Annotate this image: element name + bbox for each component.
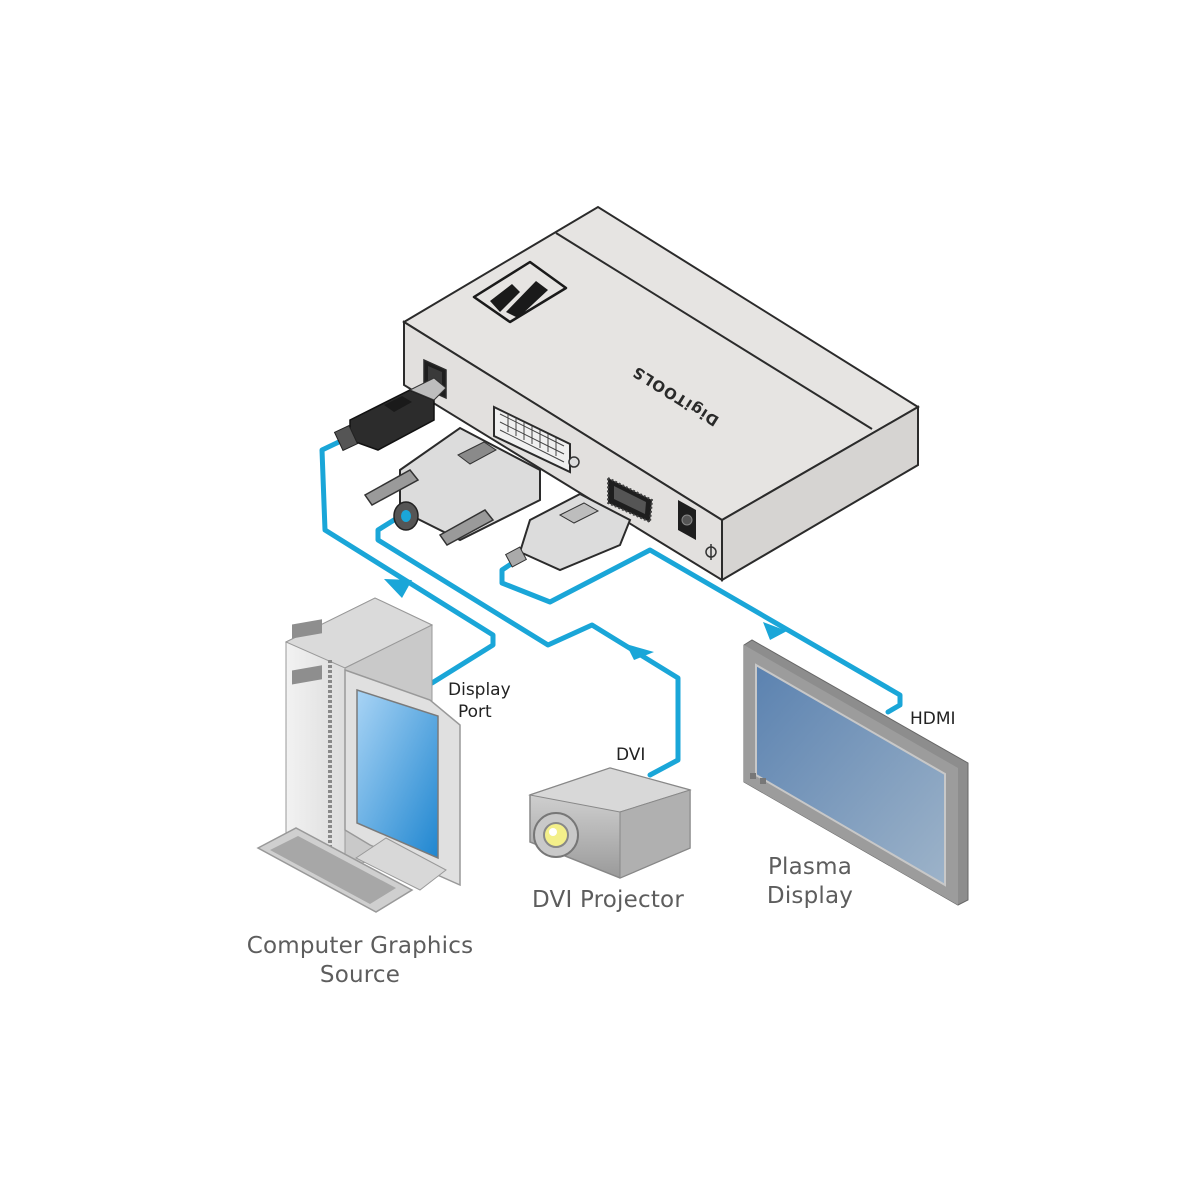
displayport-plug: [333, 377, 447, 452]
dvi-plug: [363, 426, 541, 546]
cable-arrows: [384, 579, 787, 660]
device-seam: [555, 232, 873, 430]
display-label: Plasma Display: [750, 853, 870, 911]
source-label-line1: Computer Graphics: [246, 933, 474, 959]
arrow-hdmi: [763, 622, 787, 640]
arrow-dvi: [626, 644, 654, 660]
dvi-label: DVI: [616, 745, 646, 765]
hdmi-label: HDMI: [910, 709, 956, 729]
hdmi-plug: [504, 492, 632, 572]
hdmi-out-port[interactable]: [607, 476, 654, 524]
displayport-label-line2: Port: [458, 702, 492, 722]
display-label-line1: Plasma: [767, 854, 853, 880]
source-label: Computer Graphics Source: [230, 932, 490, 990]
projector-label: DVI Projector: [532, 887, 684, 913]
projector-icon: [528, 767, 692, 879]
device-right-face: [721, 405, 919, 582]
cable-hdmi: [499, 547, 903, 715]
arrow-displayport: [384, 579, 412, 598]
displayport-label-line1: Display: [448, 680, 511, 700]
dvi-out-port[interactable]: [493, 405, 580, 474]
cable-dvi: [375, 512, 681, 778]
ground-icon: [705, 544, 717, 560]
digitools-device: DigiTOOLS: [402, 205, 920, 582]
source-label-line2: Source: [319, 962, 401, 988]
displayport-label: Display Port: [448, 679, 511, 723]
desktop-computer-icon: [256, 597, 461, 913]
plasma-display-icon: [743, 639, 969, 906]
power-port[interactable]: [678, 500, 696, 540]
display-label-line2: Display: [766, 883, 854, 909]
kramer-logo: [472, 260, 568, 324]
